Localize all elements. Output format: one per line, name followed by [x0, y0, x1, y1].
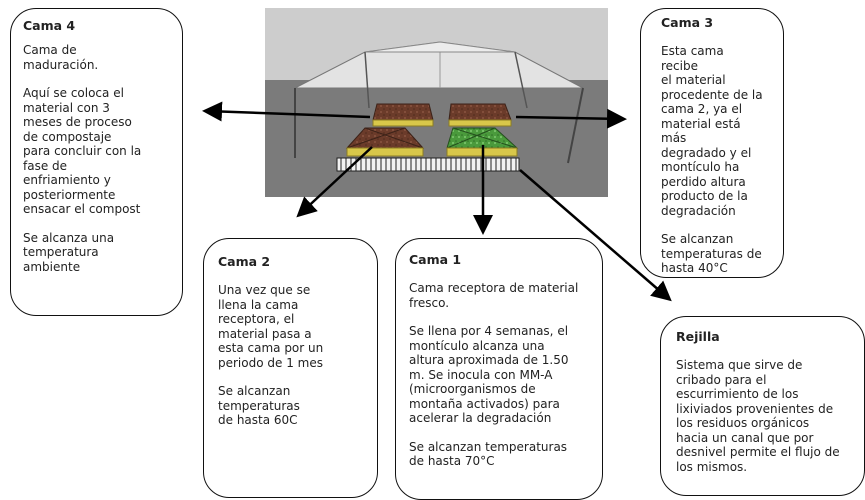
bed-3	[448, 103, 512, 127]
bed-4	[372, 103, 434, 127]
ground	[265, 80, 608, 197]
tent-pole-back-left	[364, 51, 370, 109]
cama-3-description: Esta cama recibe el material procedente …	[661, 44, 763, 218]
cama-2-temperature: Se alcanzan temperaturas de hasta 60C	[218, 384, 300, 427]
cama-2-description: Una vez que se llena la cama receptora, …	[218, 283, 324, 370]
compost-beds-illustration	[265, 8, 608, 197]
cama-3-box: Cama 3 Esta cama recibe el material proc…	[640, 8, 784, 278]
rejilla-description: Sistema que sirve de cribado para el esc…	[676, 358, 840, 474]
cama-2-title: Cama 2	[218, 254, 271, 269]
cama-4-title: Cama 4	[23, 18, 76, 33]
bed-2	[345, 127, 425, 157]
rejilla-grate	[336, 157, 520, 172]
tent-pole-right	[567, 87, 584, 164]
cama-1-temperature: Se alcanzan temperaturas de hasta 70°C	[409, 439, 568, 469]
tent-pole-back-right	[514, 51, 528, 109]
cama-2-box: Cama 2 Una vez que se llena la cama rece…	[203, 238, 378, 498]
cama-1-description: Cama receptora de material fresco.	[409, 281, 579, 310]
rejilla-box: Rejilla Sistema que sirve de cribado par…	[660, 316, 865, 496]
cama-1-box: Cama 1 Cama receptora de material fresco…	[395, 238, 603, 500]
cama-1-process: Se llena por 4 semanas, el montículo alc…	[409, 324, 569, 425]
cama-4-process: Aquí se coloca el material con 3 meses d…	[23, 86, 142, 216]
cama-4-box: Cama 4 Cama de maduración. Aquí se coloc…	[10, 8, 183, 316]
cama-3-title: Cama 3	[661, 15, 714, 30]
rejilla-title: Rejilla	[676, 329, 720, 344]
cama-4-temperature: Se alcanza una temperatura ambiente	[23, 230, 115, 274]
cama-3-temperature: Se alcanzan temperaturas de hasta 40°C	[661, 232, 762, 275]
cama-4-description: Cama de maduración.	[23, 43, 99, 72]
cama-1-title: Cama 1	[409, 252, 462, 267]
tent-top	[364, 41, 516, 53]
